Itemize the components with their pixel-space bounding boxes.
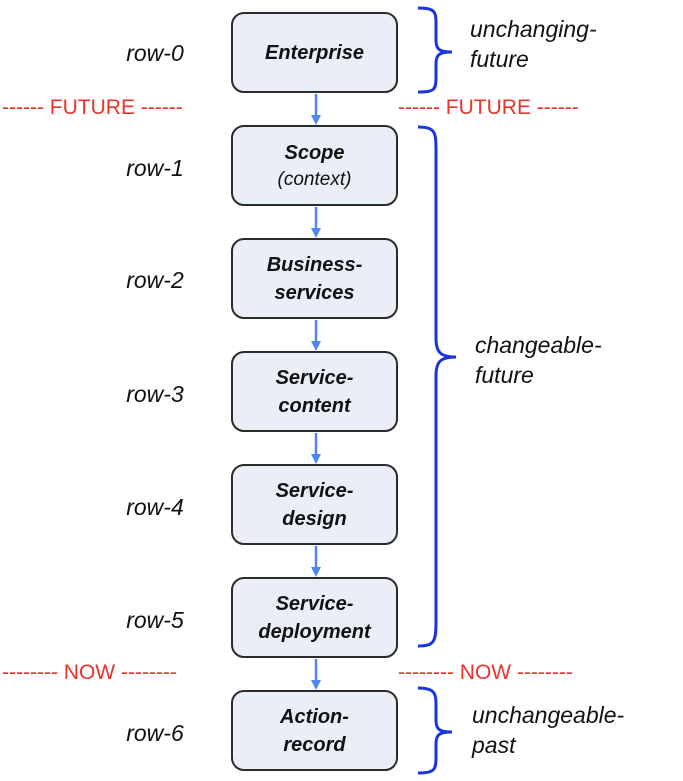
row-label-5: row-5 xyxy=(126,607,184,633)
brace-label-middle: changeable- future xyxy=(475,330,602,390)
box-service-content-line1: Service- xyxy=(275,366,354,389)
box-enterprise-title: Enterprise xyxy=(265,41,364,64)
box-action-record-line1: Action- xyxy=(280,705,349,728)
future-marker-left: ------ FUTURE ------ xyxy=(2,96,183,119)
row-label-6: row-6 xyxy=(126,720,184,746)
future-marker-right: ------ FUTURE ------ xyxy=(398,96,579,119)
now-marker-right: -------- NOW -------- xyxy=(398,661,573,684)
row-label-4: row-4 xyxy=(126,494,184,520)
brace-label-top: unchanging- future xyxy=(470,14,597,74)
box-scope-title: Scope xyxy=(284,141,345,164)
box-service-content: Service- content xyxy=(231,351,398,432)
brace-label-bottom-line2: past xyxy=(472,732,516,758)
row-label-0: row-0 xyxy=(126,40,184,66)
box-action-record: Action- record xyxy=(231,690,398,771)
now-marker-left: -------- NOW -------- xyxy=(2,661,177,684)
brace-bottom xyxy=(417,686,453,775)
box-service-deployment-line2: deployment xyxy=(258,620,371,643)
box-service-design-line2: design xyxy=(282,507,347,530)
row-label-1: row-1 xyxy=(126,155,184,181)
box-business-services: Business- services xyxy=(231,238,398,319)
box-service-deployment-line1: Service- xyxy=(275,592,354,615)
brace-label-bottom-line1: unchangeable- xyxy=(472,702,625,728)
box-business-services-line1: Business- xyxy=(266,253,363,276)
box-action-record-line2: record xyxy=(283,733,346,756)
box-service-content-line2: content xyxy=(278,394,351,417)
brace-label-top-line2: future xyxy=(470,46,529,72)
box-service-design: Service- design xyxy=(231,464,398,545)
brace-top xyxy=(417,6,453,94)
box-business-services-line2: services xyxy=(274,281,355,304)
brace-label-top-line1: unchanging- xyxy=(470,16,597,42)
row-label-2: row-2 xyxy=(126,267,184,293)
brace-label-middle-line2: future xyxy=(475,362,534,388)
brace-label-middle-line1: changeable- xyxy=(475,332,602,358)
brace-middle xyxy=(417,125,457,648)
box-scope-subtitle: (context) xyxy=(277,168,352,190)
box-service-deployment: Service- deployment xyxy=(231,577,398,658)
row-label-3: row-3 xyxy=(126,381,184,407)
box-enterprise: Enterprise xyxy=(231,12,398,93)
box-scope: Scope (context) xyxy=(231,125,398,206)
box-service-design-line1: Service- xyxy=(275,479,354,502)
brace-label-bottom: unchangeable- past xyxy=(472,700,624,760)
